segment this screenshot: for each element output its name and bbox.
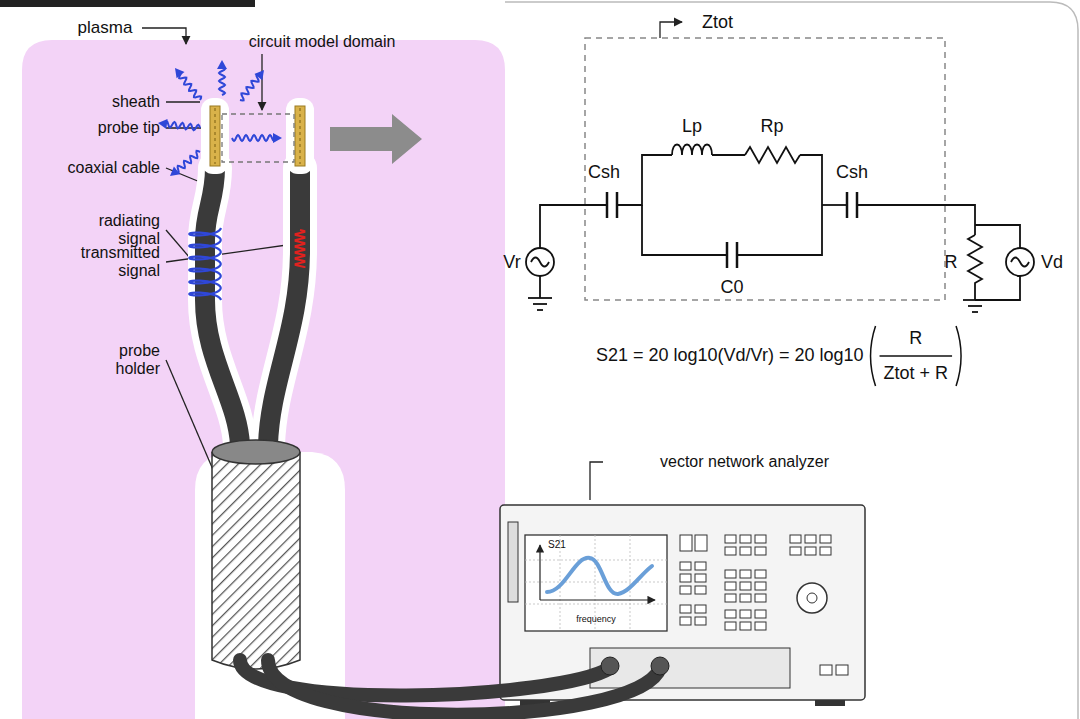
- fraction-bar: [880, 355, 953, 356]
- formula-denominator: Ztot + R: [884, 363, 949, 384]
- formula-numerator: R: [909, 328, 922, 349]
- coaxial-cable: [205, 168, 300, 445]
- resistor-symbol: [968, 235, 982, 285]
- component-label: R: [945, 252, 958, 273]
- leader-line: [261, 54, 262, 110]
- voltage-source: [526, 248, 1034, 276]
- radiation-arrowhead: [217, 60, 227, 69]
- port: [601, 657, 619, 675]
- radiation-wave: [232, 135, 276, 141]
- radiating-signal-coil: [189, 228, 221, 300]
- component-label: Csh: [836, 162, 868, 183]
- source-label: Vd: [1041, 252, 1063, 273]
- part-label: radiating signal: [65, 212, 160, 249]
- component-label: Csh: [588, 162, 620, 183]
- leader-line: [142, 28, 186, 44]
- component-label: C0: [720, 277, 743, 298]
- source-label: Vr: [503, 252, 520, 273]
- ztot-box: [585, 38, 945, 300]
- resistor-symbol: [745, 147, 800, 163]
- impedance-label: Ztot: [702, 12, 733, 33]
- part-label: transmitted signal: [60, 244, 160, 281]
- parenthesis: [871, 326, 876, 386]
- part-label: circuit model domain: [249, 33, 396, 51]
- circuit-model-domain: [222, 114, 294, 162]
- probe-tip: [295, 106, 305, 166]
- probe-holder: [212, 440, 300, 669]
- axis-label: frequency: [576, 614, 616, 624]
- region-label: plasma: [78, 18, 133, 38]
- leader-line: [166, 101, 200, 102]
- radiation-wave: [179, 71, 201, 100]
- ztot-bracket: [660, 22, 682, 38]
- formula: S21 = 20 log10(Vd/Vr) = 20 log10: [596, 345, 864, 366]
- radiation-wave: [164, 121, 200, 130]
- ground-symbol: [528, 298, 987, 312]
- sheath: [286, 98, 314, 174]
- transmitted-signal-wiggle: [296, 230, 305, 268]
- radiation-arrowhead: [175, 68, 184, 78]
- component-label: Lp: [682, 116, 702, 137]
- radiation-arrowhead: [170, 166, 180, 176]
- plasma-region: [22, 40, 505, 719]
- part-label: coaxial cable: [68, 159, 161, 177]
- probe-tip: [210, 106, 220, 166]
- radiation-arrowhead: [254, 70, 264, 80]
- component-label: Rp: [760, 116, 783, 137]
- block-arrow: [330, 114, 422, 164]
- radiation-wave: [219, 66, 225, 95]
- leader-line: [166, 230, 190, 258]
- part-label: probe holder: [90, 342, 160, 379]
- part-label: probe tip: [98, 119, 160, 137]
- vector-network-analyzer: [500, 462, 865, 706]
- device-label: vector network analyzer: [660, 453, 829, 471]
- capacitor-symbol: [607, 192, 857, 268]
- leader-line: [166, 244, 294, 262]
- radiation-arrowhead: [273, 133, 282, 143]
- axis-label: S21: [548, 539, 566, 551]
- radiation-wave: [175, 151, 200, 173]
- radiation-wave: [240, 74, 260, 100]
- header-strip: [0, 0, 255, 7]
- part-label: sheath: [112, 93, 160, 111]
- parenthesis: [956, 326, 961, 386]
- inductor-symbol: [672, 145, 712, 156]
- circuit-wires: [540, 155, 1020, 300]
- port: [651, 657, 669, 675]
